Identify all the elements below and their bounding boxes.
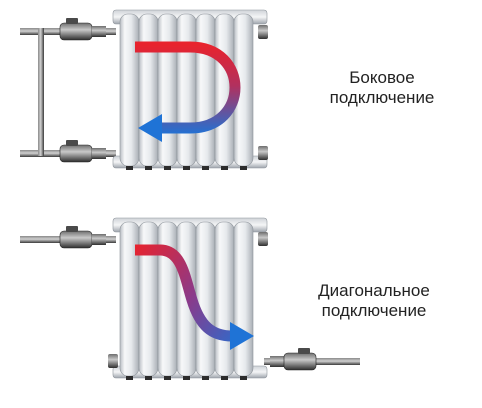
diagonal-connection-scheme: [20, 217, 360, 380]
side-connection-scheme: [20, 9, 268, 170]
diagonal-connection-line1: Диагональное: [318, 281, 430, 300]
flow-arrow-icon: [135, 244, 254, 350]
valve-icon: [59, 18, 106, 41]
valve-icon: [59, 226, 106, 249]
side-connection-caption: Боковое подключение: [312, 68, 452, 108]
side-connection-line2: подключение: [329, 88, 435, 107]
flow-arrow-icon: [135, 41, 241, 142]
valve-icon: [270, 348, 317, 371]
diagonal-connection-caption: Диагональное подключение: [300, 281, 448, 321]
pipe-icon: [20, 28, 116, 157]
radiator-icon: [112, 9, 268, 170]
valve-icon: [59, 140, 106, 163]
side-connection-line1: Боковое: [349, 68, 415, 87]
diagonal-connection-line2: подключение: [321, 301, 427, 320]
